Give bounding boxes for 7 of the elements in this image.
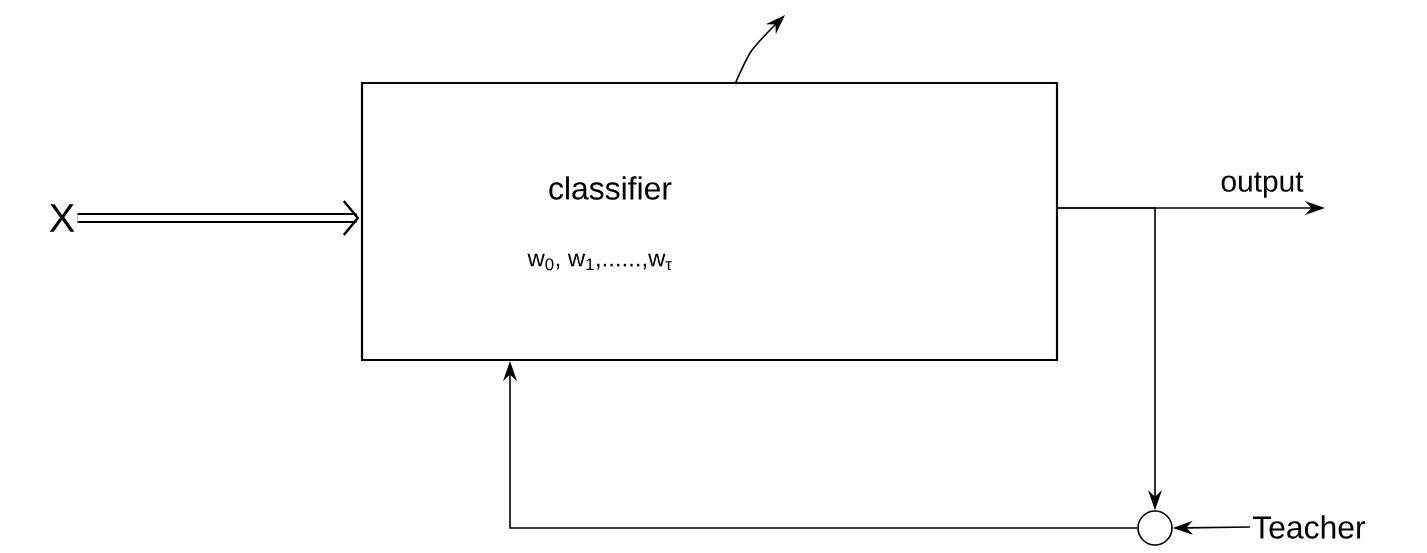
summing-junction <box>1137 510 1173 546</box>
edge-label: output <box>1219 171 1305 199</box>
input-label: X <box>49 204 75 232</box>
teacher-label: Teacher <box>1252 515 1366 539</box>
arrow <box>734 15 785 85</box>
double-arrow <box>77 200 360 236</box>
classifier-box: classifier w$_{0}$, w$_{1}$,......,w$_{τ}$ <box>360 81 1059 362</box>
